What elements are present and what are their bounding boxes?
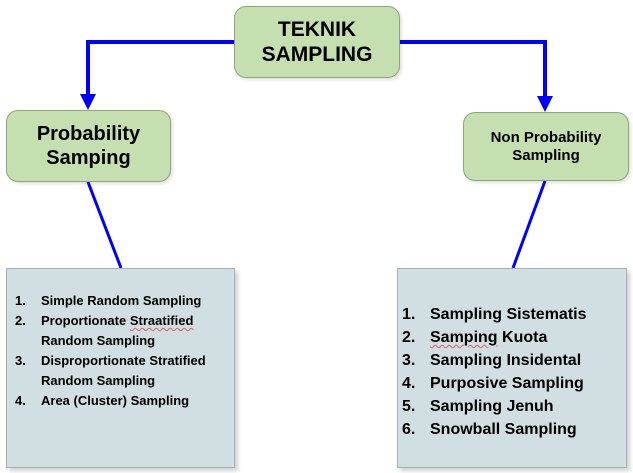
list-item: 4. Purposive Sampling (402, 372, 587, 395)
list-item-number: 4. (402, 375, 416, 392)
list-item-number: 3. (402, 352, 416, 369)
list-item-text: Disproportionate Stratified Random Sampl… (41, 353, 206, 388)
non-probability-label-line2: Sampling (512, 146, 580, 164)
probability-label-line2: Samping (46, 147, 131, 169)
root-label-line1: TEKNIK (277, 17, 357, 41)
non-probability-label-line1: Non Probability (490, 128, 602, 146)
list-item-number: 2. (402, 329, 416, 346)
list-item-text: Area (Cluster) Sampling (41, 393, 190, 408)
list-item-number: 4. (15, 393, 26, 408)
spellcheck-flagged-word: Samping (430, 329, 498, 346)
line-probability-to-list (86, 181, 123, 269)
probability-techniques-list: 1. Simple Random Sampling 2. Proportiona… (6, 268, 235, 468)
non-probability-list: 1. Sampling Sistematis 2. Samping Kuota … (402, 303, 587, 441)
list-item: 5. Sampling Jenuh (402, 395, 587, 418)
arrow-root-to-non-probability (400, 40, 553, 112)
list-item-number: 1. (15, 293, 26, 308)
list-item-text-pre: Proportionate (41, 313, 130, 328)
list-item: 1. Simple Random Sampling (15, 291, 241, 311)
list-item-text: Snowball Sampling (430, 421, 577, 438)
list-item: 4. Area (Cluster) Sampling (15, 391, 241, 411)
list-item-text: Sampling Sistematis (430, 306, 587, 323)
arrow-root-to-probability (80, 40, 234, 110)
list-item-text: Simple Random Sampling (41, 293, 202, 308)
list-item-text-post: Kuota (497, 329, 548, 346)
non-probability-techniques-list: 1. Sampling Sistematis 2. Samping Kuota … (397, 268, 627, 468)
list-item: 3. Disproportionate Stratified Random Sa… (15, 351, 241, 391)
list-item-text-post: Random Sampling (41, 333, 156, 348)
list-item-number: 2. (15, 313, 26, 328)
non-probability-sampling-node: Non Probability Sampling (463, 112, 629, 181)
list-item-text: Sampling Jenuh (430, 398, 554, 415)
list-item: 1. Sampling Sistematis (402, 303, 587, 326)
probability-sampling-node: Probability Samping (6, 110, 171, 182)
list-item-number: 6. (402, 421, 416, 438)
list-item: 6. Snowball Sampling (402, 418, 587, 441)
list-item-number: 3. (15, 353, 26, 368)
probability-list: 1. Simple Random Sampling 2. Proportiona… (15, 291, 241, 411)
list-item: 2. Samping Kuota (402, 326, 587, 349)
spellcheck-flagged-word: Straatified (129, 313, 194, 328)
list-item: 3. Sampling Insidental (402, 349, 587, 372)
root-node-teknik-sampling: TEKNIK SAMPLING (234, 6, 400, 78)
list-item-text: Proportionate Straatified Random Samplin… (41, 311, 241, 351)
list-item-text: Sampling Insidental (430, 352, 582, 369)
list-item-text: Samping Kuota (430, 326, 547, 349)
probability-label-line1: Probability (36, 123, 141, 145)
list-item-number: 1. (402, 306, 416, 323)
list-item-text: Purposive Sampling (430, 375, 584, 392)
root-label-line2: SAMPLING (261, 43, 373, 66)
list-item-number: 5. (402, 398, 416, 415)
list-item: 2. Proportionate Straatified Random Samp… (15, 311, 241, 351)
line-non-probability-to-list (511, 180, 547, 269)
